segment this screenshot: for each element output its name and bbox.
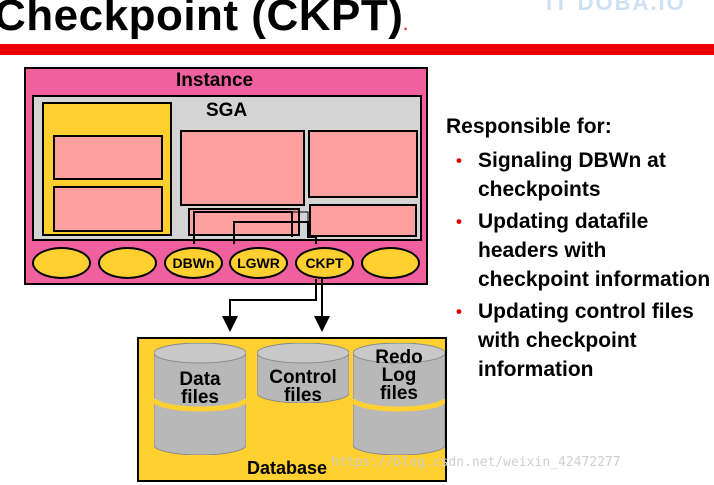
title-divider-bar xyxy=(0,44,714,55)
slide-title: Checkpoint (CKPT). xyxy=(0,0,408,41)
control-files-disk-icon xyxy=(256,342,350,404)
bullet-text: Updating datafile headers with checkpoin… xyxy=(478,210,711,291)
redo-log-label-line3: files xyxy=(379,383,419,404)
process-ckpt: CKPT xyxy=(295,247,354,279)
bullet-icon: • xyxy=(456,302,462,321)
shared-pool-box xyxy=(42,102,172,236)
data-files-cylinder: Data files xyxy=(151,342,249,456)
data-files-label-line2: files xyxy=(180,387,220,408)
responsibility-list: • Signaling DBWn at checkpoints • Updating… xyxy=(456,146,714,387)
list-item: • Signaling DBWn at checkpoints xyxy=(456,146,714,204)
sga-box: SGA xyxy=(32,95,422,241)
instance-box: Instance SGA DBWn LGWR CKPT xyxy=(24,67,428,285)
database-buffer-cache xyxy=(180,130,305,206)
bullet-text: Signaling DBWn at checkpoints xyxy=(478,149,666,201)
bullet-icon: • xyxy=(456,151,462,170)
database-label: Database xyxy=(247,458,328,478)
buffer-small-right xyxy=(309,204,417,237)
lgwr-to-buffer-line xyxy=(233,221,317,244)
redo-log-files-cylinder: Redo Log files xyxy=(350,342,448,456)
slide-title-text: Checkpoint (CKPT) xyxy=(0,0,404,40)
bullet-text: Updating control files with checkpoint i… xyxy=(478,300,694,381)
data-files-disk-icon xyxy=(151,342,249,456)
redo-log-disk-icon xyxy=(350,342,448,456)
process-dbwn: DBWn xyxy=(164,247,223,279)
list-item: • Updating datafile headers with checkpoi… xyxy=(456,207,714,294)
control-files-label-line1: Control xyxy=(269,367,337,388)
data-files-label-line1: Data xyxy=(179,369,221,390)
redo-log-label-line1: Redo xyxy=(375,347,423,368)
redo-log-buffer xyxy=(308,130,418,198)
process-oval-1 xyxy=(32,247,91,279)
bullet-icon: • xyxy=(456,212,462,231)
title-dot: . xyxy=(403,17,409,34)
redo-log-label-line2: Log xyxy=(381,365,417,386)
process-oval-2 xyxy=(98,247,157,279)
instance-label: Instance xyxy=(176,70,254,91)
control-files-cylinder: Control files xyxy=(256,342,350,406)
watermark-url: https://blog.csdn.net/weixin_42472277 xyxy=(331,455,621,470)
control-files-label-line2: files xyxy=(283,385,323,406)
database-box: Data files Control files Redo Log files … xyxy=(137,337,448,482)
sga-label: SGA xyxy=(206,100,248,121)
dbwn-to-buffer-line xyxy=(193,211,293,244)
process-oval-6 xyxy=(361,247,420,279)
responsible-heading: Responsible for: xyxy=(446,115,612,138)
logo: IT DOBA.IO xyxy=(546,0,686,15)
list-item: • Updating control files with checkpoint … xyxy=(456,297,714,384)
shared-pool-cache-bottom xyxy=(53,186,163,232)
process-lgwr: LGWR xyxy=(229,247,288,279)
shared-pool-cache-top xyxy=(53,135,163,180)
ckpt-to-datafiles-arrow xyxy=(222,279,317,332)
